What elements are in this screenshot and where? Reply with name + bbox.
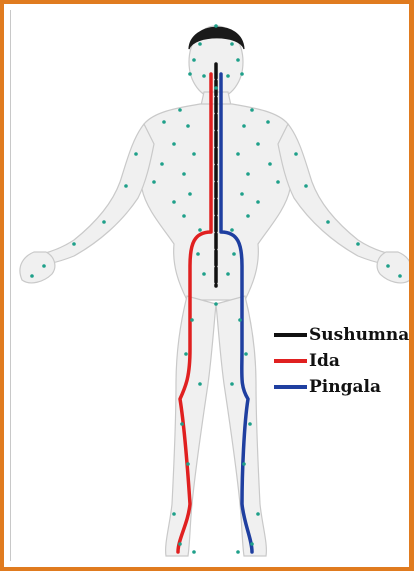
legend-label-sushumna: Sushumna [309, 325, 409, 345]
hand-right [377, 252, 412, 283]
legend-swatch-ida [274, 359, 307, 363]
legend-swatch-pingala [274, 385, 307, 389]
legend-item-pingala: Pingala [274, 376, 381, 398]
hand-left [20, 252, 55, 283]
arm-right [278, 124, 404, 266]
arm-left [28, 124, 154, 266]
legend-item-ida: Ida [274, 350, 340, 372]
legend-swatch-sushumna [274, 333, 307, 337]
legend-label-ida: Ida [309, 351, 340, 371]
legend-label-pingala: Pingala [309, 377, 381, 397]
legend-item-sushumna: Sushumna [274, 324, 409, 346]
nadi-body-diagram [4, 4, 414, 571]
